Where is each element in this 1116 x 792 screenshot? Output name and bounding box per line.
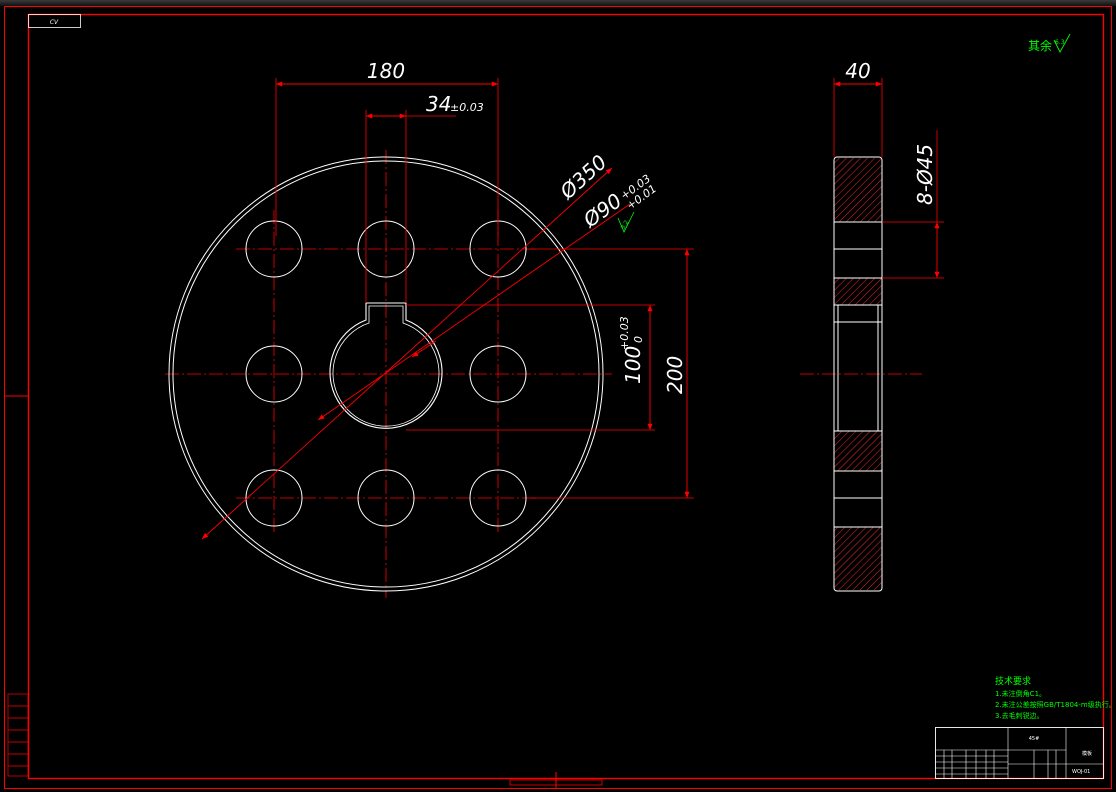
dim-34: 34 ±0.03 — [365, 92, 484, 303]
centerlines-front — [165, 150, 612, 598]
left-binding-strip — [7, 693, 29, 777]
dim-40: 40 — [833, 59, 883, 157]
tech-req-item: 1.未注倒角C1。 — [995, 689, 1046, 698]
title-block-material: 45# — [1029, 736, 1040, 742]
dim-100: 100 +0.03 0 — [406, 304, 655, 431]
section-view: 40 8-Ø45 — [800, 59, 944, 592]
corner-label: CV — [50, 19, 59, 26]
section-hatch — [834, 431, 882, 471]
dim-8x45-text: 8-Ø45 — [913, 144, 937, 205]
section-hatch — [834, 158, 882, 222]
window-top-bar — [0, 0, 1116, 6]
title-block-part-name: 模板 — [1082, 750, 1092, 757]
dim-90: Ø90 +0.03 +0.01 — [317, 172, 659, 421]
tech-req-title: 技术要求 — [995, 675, 1031, 687]
front-view: 180 34 ±0.03 Ø350 Ø90 +0.03 — [165, 59, 694, 598]
dim-200: 200 — [530, 248, 694, 499]
tech-req-item: 3.去毛刺锐边。 — [995, 711, 1044, 720]
dim-100-text: 100 — [621, 346, 645, 384]
outer-frame — [4, 6, 1112, 789]
tech-req-item: 2.未注公差按照GB/T1804-m级执行。 — [995, 700, 1116, 709]
section-outline — [833, 156, 883, 592]
dim-40-text: 40 — [845, 59, 870, 83]
dim-100-tol-lower: 0 — [632, 336, 645, 343]
section-hatch — [834, 527, 882, 590]
dim-90-text: Ø90 — [578, 188, 626, 232]
dim-180-text: 180 — [367, 59, 405, 83]
section-edges — [834, 221, 882, 528]
bottom-ruler — [509, 779, 603, 786]
technical-requirements: 技术要求 1.未注倒角C1。 2.未注公差按照GB/T1804-m级执行。 3.… — [995, 675, 1116, 720]
corner-label-box — [28, 14, 81, 28]
dim-180: 180 — [275, 59, 499, 236]
dim-34-tol: ±0.03 — [450, 101, 484, 114]
roughness-rest-note: 其余 6.3 — [1028, 33, 1071, 53]
roughness-symbol-bore: 3.2 — [617, 211, 635, 233]
title-block: 45# 模板 WOJ-01 — [935, 727, 1104, 779]
section-hatch — [834, 278, 882, 305]
dim-100-tol-upper: +0.03 — [618, 316, 631, 350]
dim-200-text: 200 — [663, 356, 687, 394]
roughness-bore-value: 3.2 — [620, 219, 631, 231]
dim-350: Ø350 — [201, 150, 613, 540]
roughness-rest-value: 6.3 — [1055, 39, 1065, 46]
inner-frame — [27, 13, 1105, 780]
dim-34-text: 34 — [426, 92, 451, 116]
roughness-rest-label: 其余 — [1028, 38, 1052, 53]
dim-8x45: 8-Ø45 — [882, 130, 944, 279]
title-block-drawing-no: WOJ-01 — [1072, 769, 1090, 775]
